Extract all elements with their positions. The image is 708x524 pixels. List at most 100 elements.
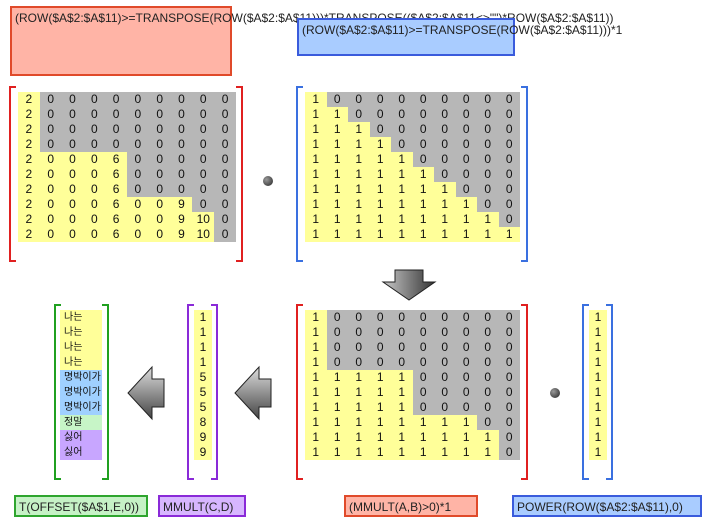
matrix-cell: 1 bbox=[369, 445, 391, 460]
matrix-cell: 0 bbox=[348, 92, 370, 107]
matrix-cell: 6 bbox=[105, 197, 127, 212]
matrix-cell: 1 bbox=[305, 415, 327, 430]
matrix-cell: 0 bbox=[61, 182, 84, 197]
vector-cell: 1 bbox=[589, 400, 607, 415]
matrix-cell: 1 bbox=[455, 430, 477, 445]
matrix-cell: 0 bbox=[214, 107, 236, 122]
name-cell: 나는 bbox=[60, 355, 102, 370]
matrix-cell: 0 bbox=[105, 122, 127, 137]
matrix-cell: 1 bbox=[326, 107, 348, 122]
vector-cell: 1 bbox=[194, 355, 212, 370]
vector-cell: 1 bbox=[194, 310, 212, 325]
matrix-cell: 0 bbox=[192, 137, 215, 152]
matrix-cell: 0 bbox=[455, 370, 477, 385]
vector-d-right-bracket bbox=[606, 304, 613, 480]
matrix-cell: 0 bbox=[477, 355, 499, 370]
matrix-cell: 0 bbox=[170, 167, 193, 182]
matrix-cell: 1 bbox=[391, 212, 413, 227]
matrix-cell: 0 bbox=[148, 197, 171, 212]
matrix-cell: 1 bbox=[326, 227, 348, 242]
matrix-cell: 0 bbox=[434, 122, 456, 137]
matrix-cell: 1 bbox=[412, 415, 434, 430]
matrix-cell: 0 bbox=[477, 167, 499, 182]
matrix-cell: 0 bbox=[170, 152, 193, 167]
vector-cell: 1 bbox=[589, 340, 607, 355]
vector-cell: 5 bbox=[194, 385, 212, 400]
matrix-cell: 1 bbox=[326, 212, 348, 227]
matrix-cell: 1 bbox=[455, 415, 477, 430]
vector-cell: 8 bbox=[194, 415, 212, 430]
matrix-cell: 0 bbox=[412, 400, 434, 415]
matrix-cell: 0 bbox=[477, 182, 499, 197]
matrix-cell: 0 bbox=[498, 182, 520, 197]
matrix-cell: 0 bbox=[214, 212, 236, 227]
matrix-cell: 0 bbox=[369, 107, 391, 122]
vector-e-right-bracket bbox=[211, 304, 218, 480]
matrix-cell: 0 bbox=[170, 137, 193, 152]
matrix-cell: 1 bbox=[305, 430, 327, 445]
matrix-cell: 1 bbox=[391, 445, 413, 460]
matrix-cell: 1 bbox=[326, 385, 348, 400]
matrix-cell: 0 bbox=[434, 92, 456, 107]
matrix-cell: 1 bbox=[391, 430, 413, 445]
matrix-cell: 0 bbox=[326, 325, 348, 340]
matrix-cell: 1 bbox=[412, 167, 434, 182]
matrix-cell: 1 bbox=[434, 445, 456, 460]
matrix-cell: 0 bbox=[498, 340, 520, 355]
matrix-cell: 0 bbox=[192, 167, 215, 182]
matrix-cell: 0 bbox=[455, 340, 477, 355]
matrix-cell: 1 bbox=[305, 182, 327, 197]
matrix-cell: 1 bbox=[455, 197, 477, 212]
matrix-cell: 0 bbox=[455, 92, 477, 107]
matrix-cell: 6 bbox=[105, 167, 127, 182]
name-cell: 싫어 bbox=[60, 445, 102, 460]
matrix-cell: 1 bbox=[455, 227, 477, 242]
matrix-cell: 0 bbox=[434, 340, 456, 355]
matrix-cell: 0 bbox=[412, 310, 434, 325]
matrix-cell: 0 bbox=[434, 167, 456, 182]
matrix-cell: 1 bbox=[326, 122, 348, 137]
matrix-cell: 0 bbox=[391, 325, 413, 340]
matrix-cell: 0 bbox=[455, 167, 477, 182]
matrix-cell: 1 bbox=[348, 415, 370, 430]
matrix-cell: 1 bbox=[305, 167, 327, 182]
matrix-cell: 0 bbox=[214, 167, 236, 182]
matrix-cell: 6 bbox=[105, 227, 127, 242]
vector-d-left-bracket bbox=[582, 304, 589, 480]
matrix-cell: 1 bbox=[369, 152, 391, 167]
matrix-cell: 0 bbox=[369, 310, 391, 325]
matrix-cell: 0 bbox=[83, 152, 106, 167]
matrix-cell: 0 bbox=[498, 137, 520, 152]
matrix-cell: 2 bbox=[18, 182, 40, 197]
matrix-cell: 0 bbox=[412, 122, 434, 137]
matrix-cell: 1 bbox=[305, 227, 327, 242]
matrix-cell: 0 bbox=[39, 167, 62, 182]
matrix-cell: 0 bbox=[83, 167, 106, 182]
matrix-cell: 0 bbox=[412, 137, 434, 152]
matrix-cell: 1 bbox=[477, 445, 499, 460]
matrix-cell: 0 bbox=[83, 182, 106, 197]
matrix-cell: 0 bbox=[214, 137, 236, 152]
matrix-cell: 0 bbox=[391, 107, 413, 122]
matrix-cell: 1 bbox=[434, 182, 456, 197]
matrix-cell: 9 bbox=[170, 212, 193, 227]
matrix-cell: 0 bbox=[83, 212, 106, 227]
matrix-cell: 0 bbox=[498, 212, 520, 227]
matrix-cell: 0 bbox=[434, 310, 456, 325]
matrix-cell: 0 bbox=[39, 212, 62, 227]
matrix-cell: 0 bbox=[39, 197, 62, 212]
matrix-cell: 0 bbox=[326, 310, 348, 325]
vector-cell: 9 bbox=[194, 430, 212, 445]
matrix-cell: 0 bbox=[126, 197, 149, 212]
matrix-cell: 1 bbox=[434, 227, 456, 242]
matrix-cell: 1 bbox=[369, 430, 391, 445]
matrix-cell: 0 bbox=[412, 92, 434, 107]
matrix-cell: 0 bbox=[105, 92, 127, 107]
matrix-cell: 0 bbox=[170, 182, 193, 197]
matrix-cell: 0 bbox=[391, 310, 413, 325]
matrix-cell: 0 bbox=[434, 355, 456, 370]
matrix-cell: 0 bbox=[412, 107, 434, 122]
